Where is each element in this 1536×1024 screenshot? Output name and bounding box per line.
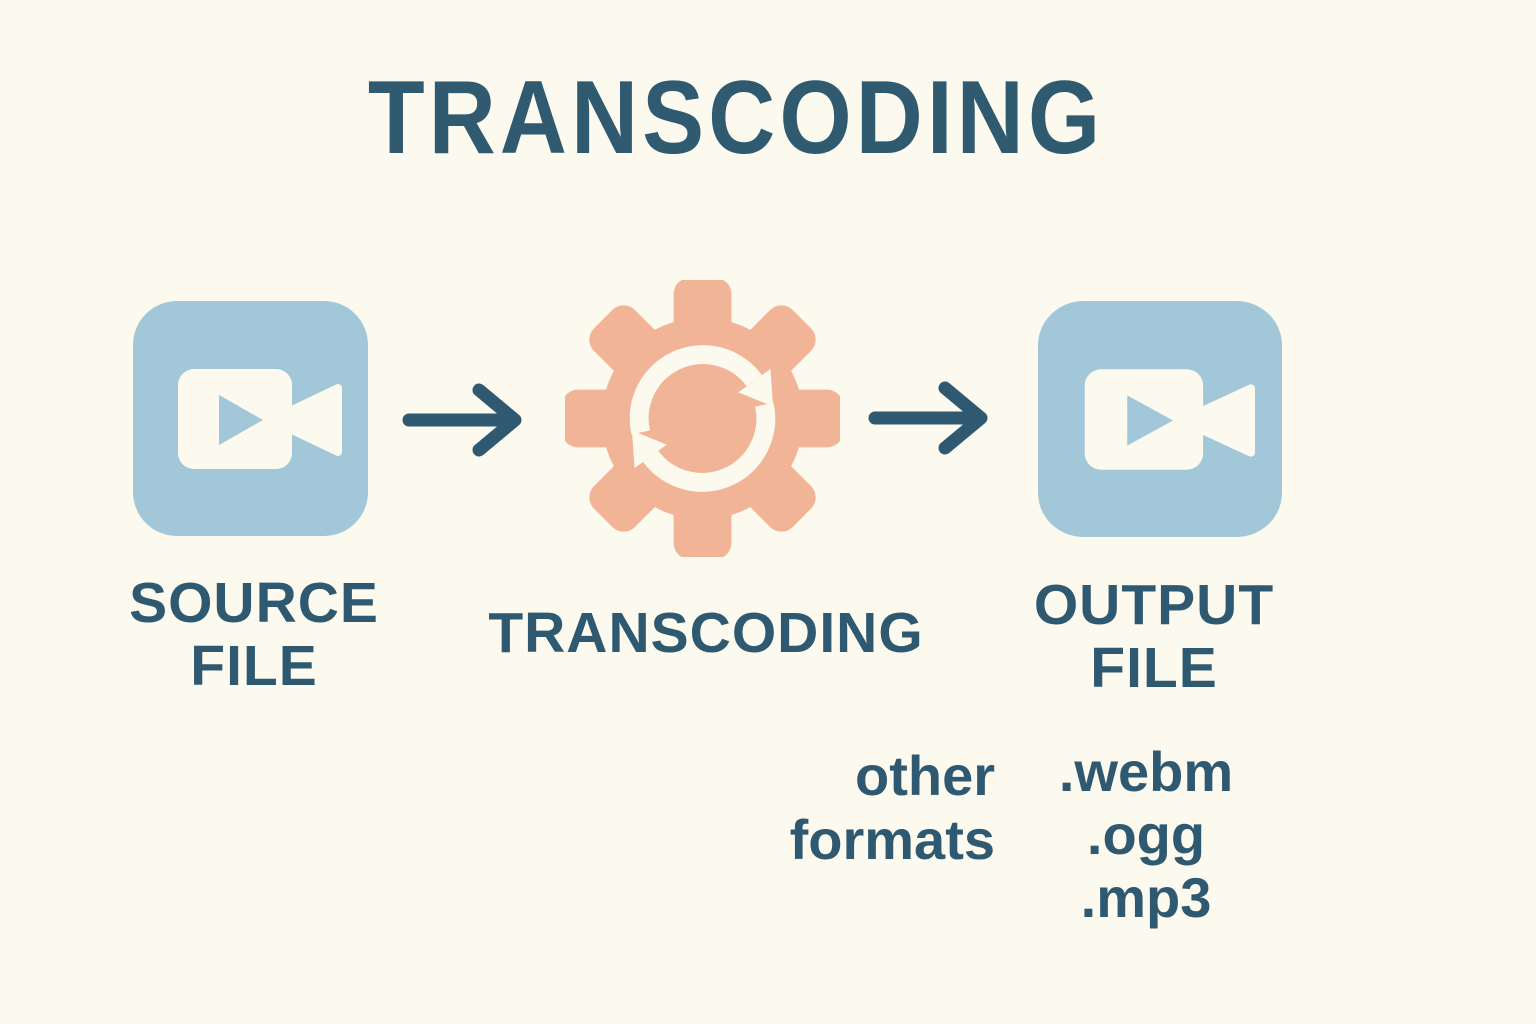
- right-arrow-icon: [868, 381, 988, 455]
- flow-arrow-icon: [400, 381, 528, 459]
- other-formats-line2: formats: [789, 808, 995, 871]
- other-formats-note: other formats: [595, 744, 995, 872]
- source-file-label-line1: SOURCE: [129, 571, 379, 635]
- output-formats-list: .webm .ogg .mp3: [996, 740, 1296, 929]
- other-formats-line1: other: [855, 744, 995, 807]
- source-file-label: SOURCE FILE: [104, 572, 404, 698]
- format-item-mp3: .mp3: [1080, 866, 1212, 929]
- video-camera-icon: [1038, 301, 1282, 537]
- video-camera-icon: [133, 301, 368, 536]
- gear-refresh-icon: [565, 280, 840, 557]
- source-video-file-icon: [133, 300, 368, 537]
- format-item-webm: .webm: [1058, 740, 1234, 803]
- right-arrow-icon: [402, 383, 522, 457]
- flow-arrow-icon: [866, 379, 994, 457]
- source-file-label-line2: FILE: [190, 634, 318, 698]
- refresh-arrows-icon: [629, 345, 776, 492]
- output-video-file-icon: [1038, 301, 1282, 537]
- gear-icon: [565, 280, 840, 557]
- output-file-label-line1: OUTPUT: [1033, 573, 1275, 637]
- output-file-label: OUTPUT FILE: [1004, 574, 1304, 700]
- format-item-ogg: .ogg: [1086, 803, 1206, 866]
- page-title: TRANSCODING: [367, 59, 1105, 176]
- output-file-label-line2: FILE: [1090, 636, 1218, 700]
- transcoding-label: TRANSCODING: [488, 601, 924, 665]
